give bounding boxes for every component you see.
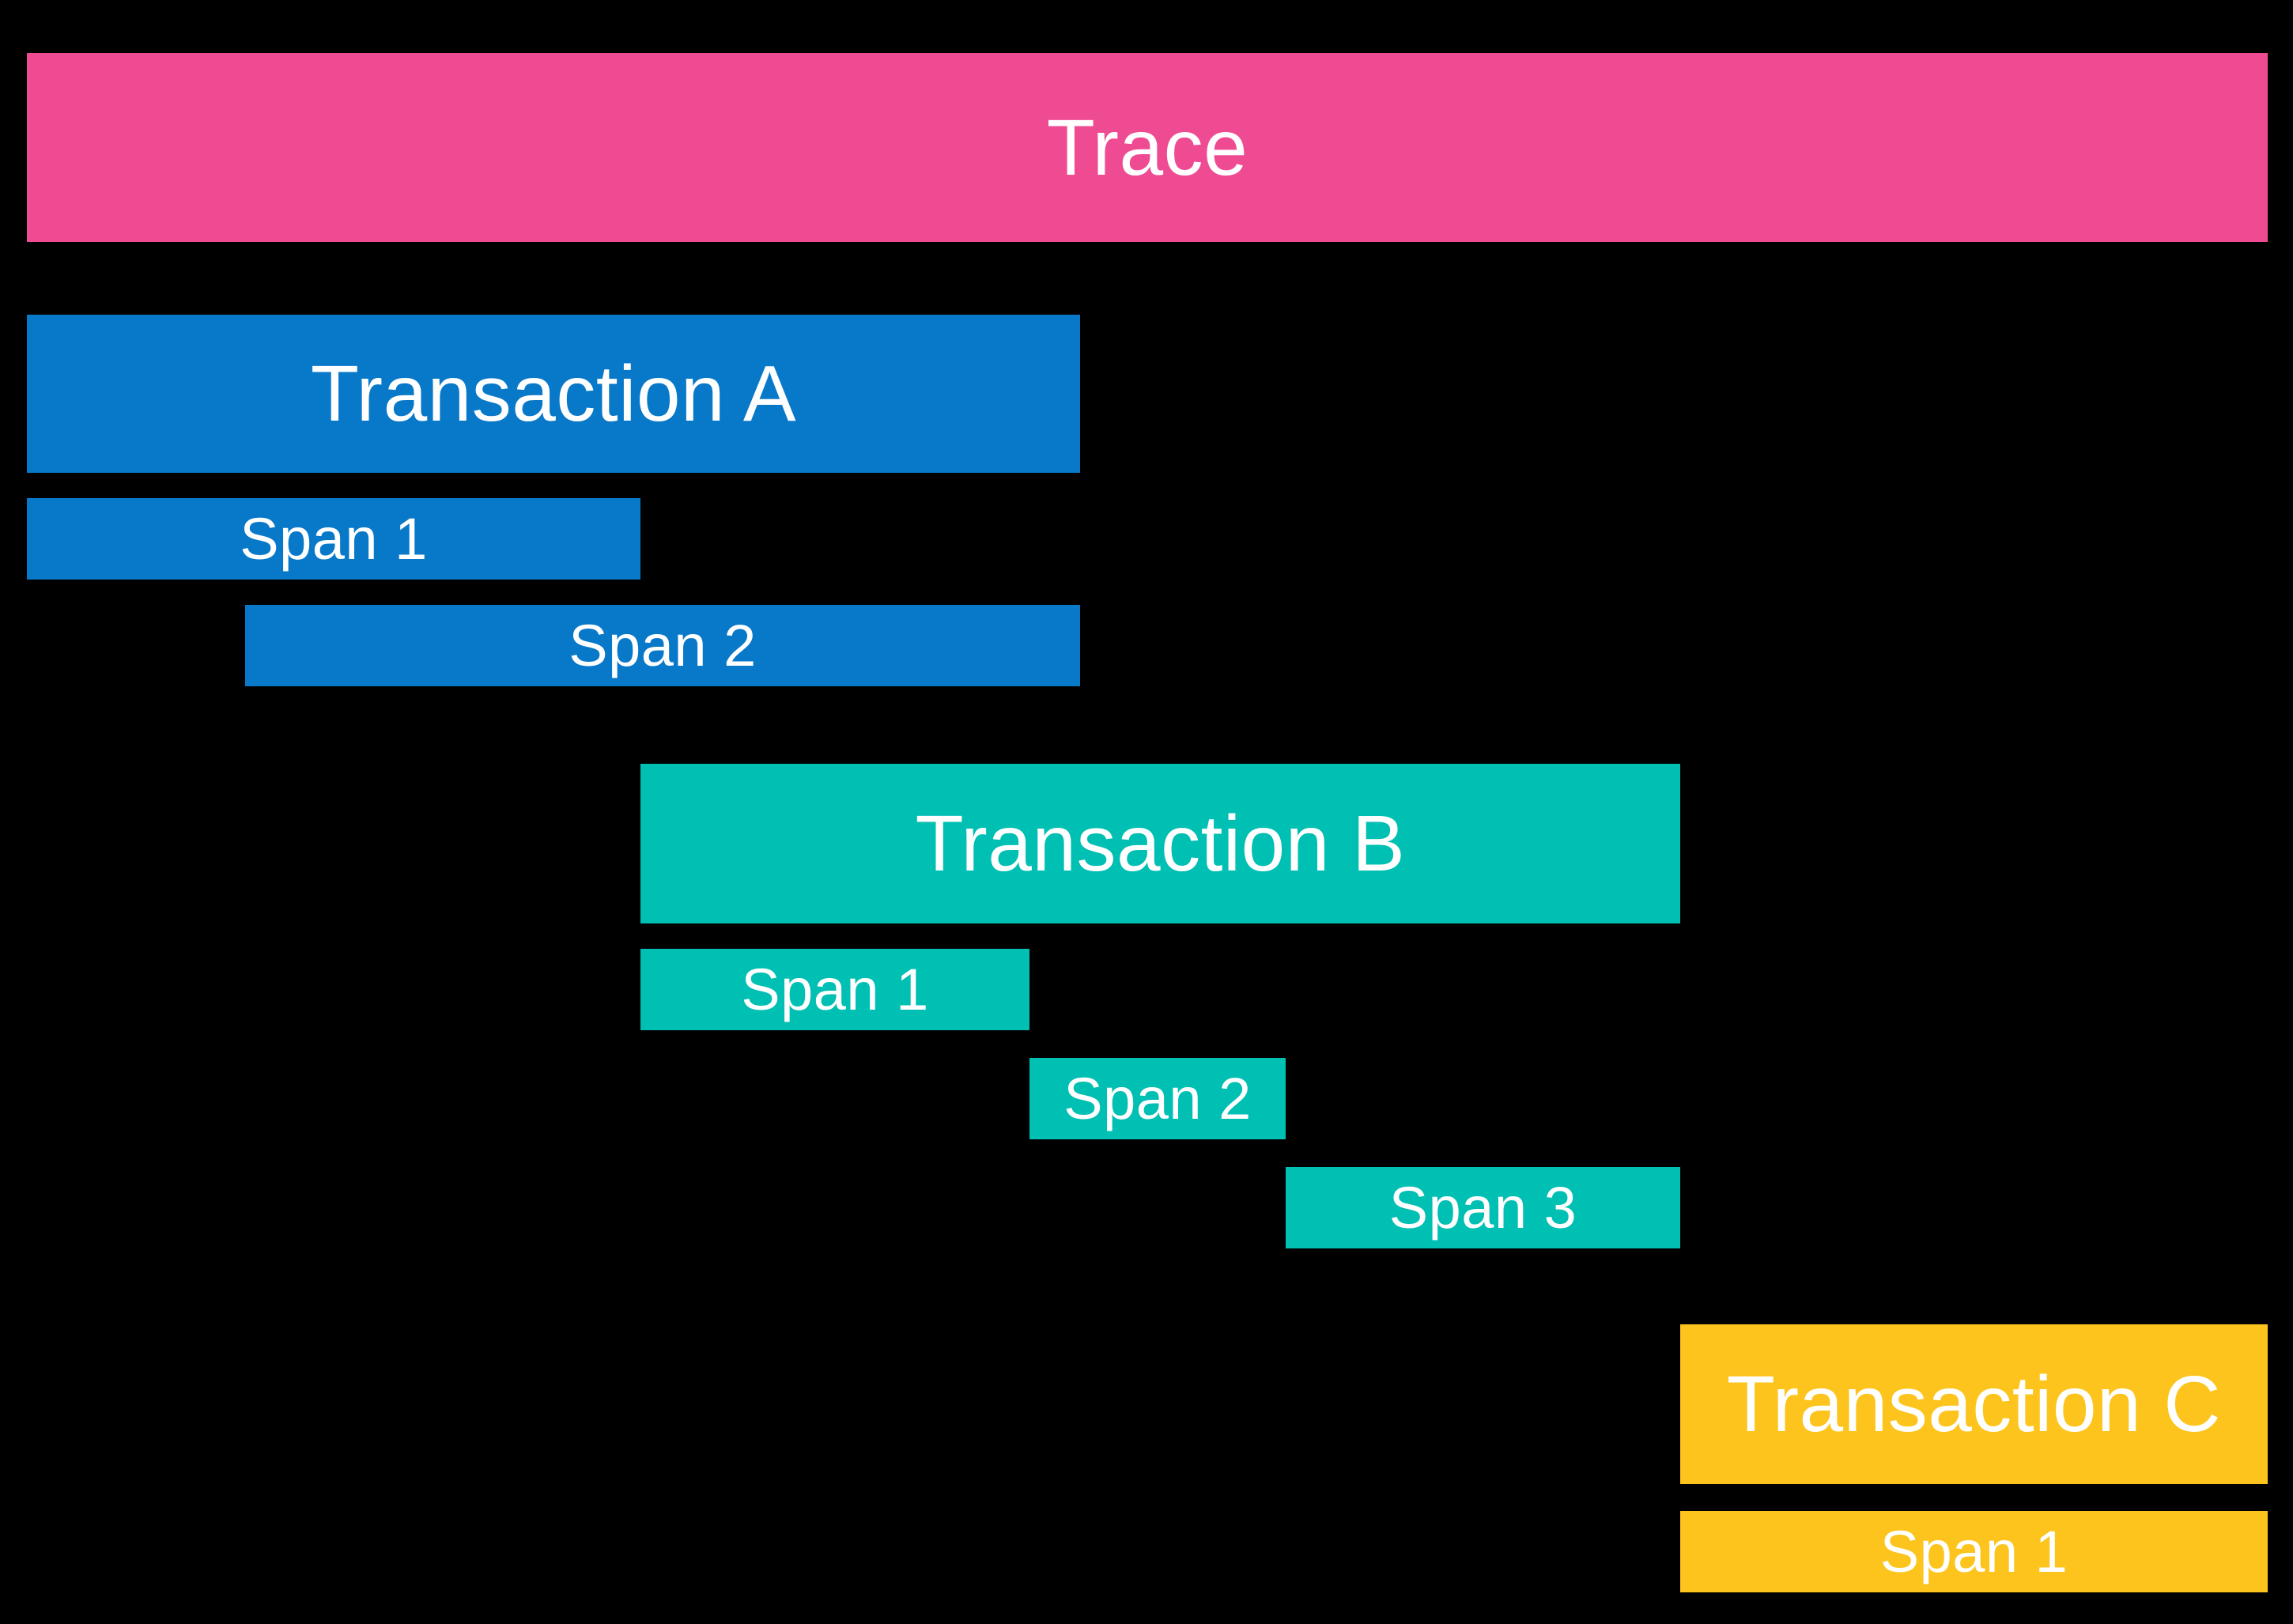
transaction-b-span-2-bar: Span 2 xyxy=(1029,1058,1286,1139)
transaction-b-span-1-bar: Span 1 xyxy=(640,949,1029,1030)
transaction-a-span-2-label: Span 2 xyxy=(569,612,757,678)
transaction-b-bar: Transaction B xyxy=(640,764,1680,923)
transaction-c-span-1-label: Span 1 xyxy=(1879,1518,2068,1584)
transaction-b-span-3-label: Span 3 xyxy=(1388,1174,1577,1241)
transaction-a-span-2-bar: Span 2 xyxy=(245,605,1080,686)
transaction-a-label: Transaction A xyxy=(310,349,797,438)
transaction-a-span-1-bar: Span 1 xyxy=(27,498,640,580)
transaction-a-bar: Transaction A xyxy=(27,315,1080,473)
trace-bar: Trace xyxy=(27,53,2268,242)
trace-label: Trace xyxy=(1046,103,1248,192)
transaction-b-span-2-label: Span 2 xyxy=(1063,1065,1252,1131)
transaction-a-span-1-label: Span 1 xyxy=(240,505,428,572)
transaction-b-span-3-bar: Span 3 xyxy=(1286,1167,1680,1248)
transaction-c-label: Transaction C xyxy=(1726,1360,2222,1448)
transaction-b-label: Transaction B xyxy=(915,799,1406,888)
transaction-c-bar: Transaction C xyxy=(1680,1324,2268,1484)
transaction-c-span-1-bar: Span 1 xyxy=(1680,1511,2268,1592)
transaction-b-span-1-label: Span 1 xyxy=(741,956,929,1022)
